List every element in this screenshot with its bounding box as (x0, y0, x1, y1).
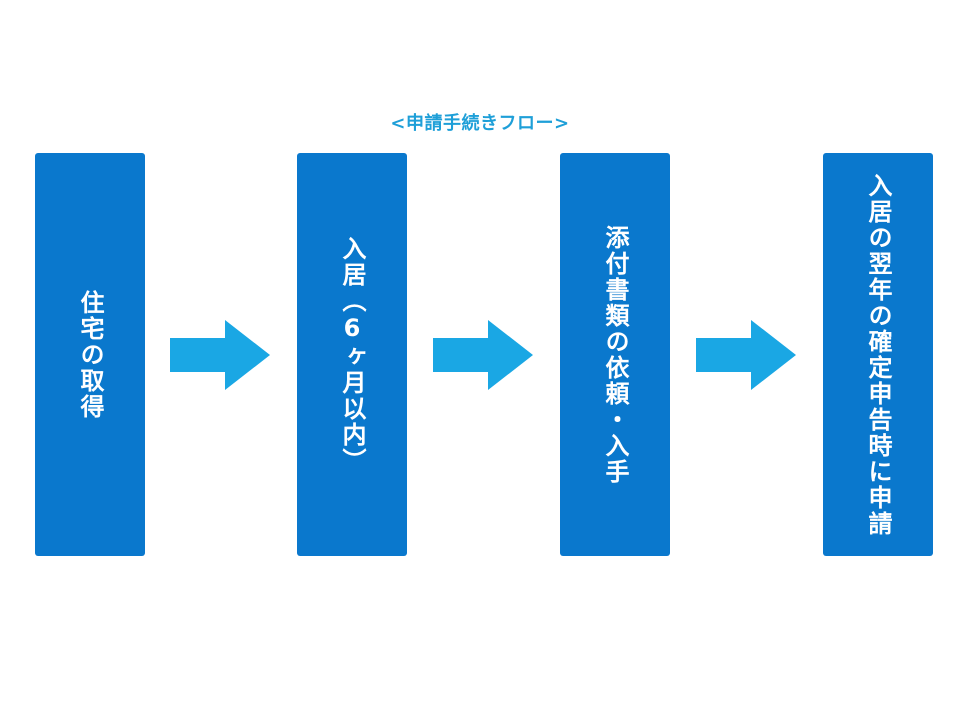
step-label: 住宅の取得 (76, 289, 104, 420)
step-box-tax-filing: 入居の翌年の確定申告時に申請 (823, 153, 933, 556)
right-arrow-icon (696, 320, 796, 390)
right-arrow-icon (433, 320, 533, 390)
step-box-request-documents: 添付書類の依頼・入手 (560, 153, 670, 556)
step-label: 添付書類の依頼・入手 (601, 224, 629, 485)
step-box-move-in: 入居（6ヶ月以内） (297, 153, 407, 556)
step-label: 入居の翌年の確定申告時に申請 (864, 172, 892, 537)
flow-title: <申請手続きフロー> (390, 113, 570, 134)
right-arrow-icon (170, 320, 270, 390)
step-label: 入居（6ヶ月以内） (338, 235, 366, 474)
step-box-housing-acquisition: 住宅の取得 (35, 153, 145, 556)
